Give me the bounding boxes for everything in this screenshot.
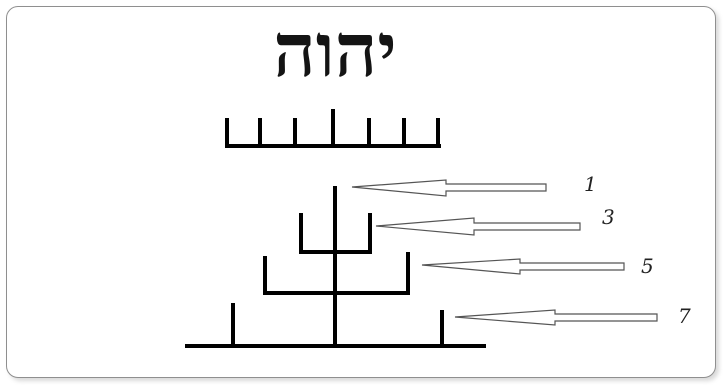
arrow-7 bbox=[454, 309, 658, 326]
arrows bbox=[351, 179, 658, 326]
label-5: 5 bbox=[641, 254, 654, 278]
upper-comb bbox=[225, 109, 441, 148]
label-3: 3 bbox=[602, 205, 615, 229]
lower-menorah bbox=[185, 186, 486, 348]
arrow-5 bbox=[421, 258, 625, 275]
hebrew-title-wrap: יהוה bbox=[220, 14, 450, 88]
hebrew-title: יהוה bbox=[273, 8, 397, 94]
label-1: 1 bbox=[584, 172, 597, 196]
label-7: 7 bbox=[678, 304, 691, 328]
arrow-3 bbox=[375, 217, 581, 236]
arrow-1 bbox=[351, 179, 547, 197]
